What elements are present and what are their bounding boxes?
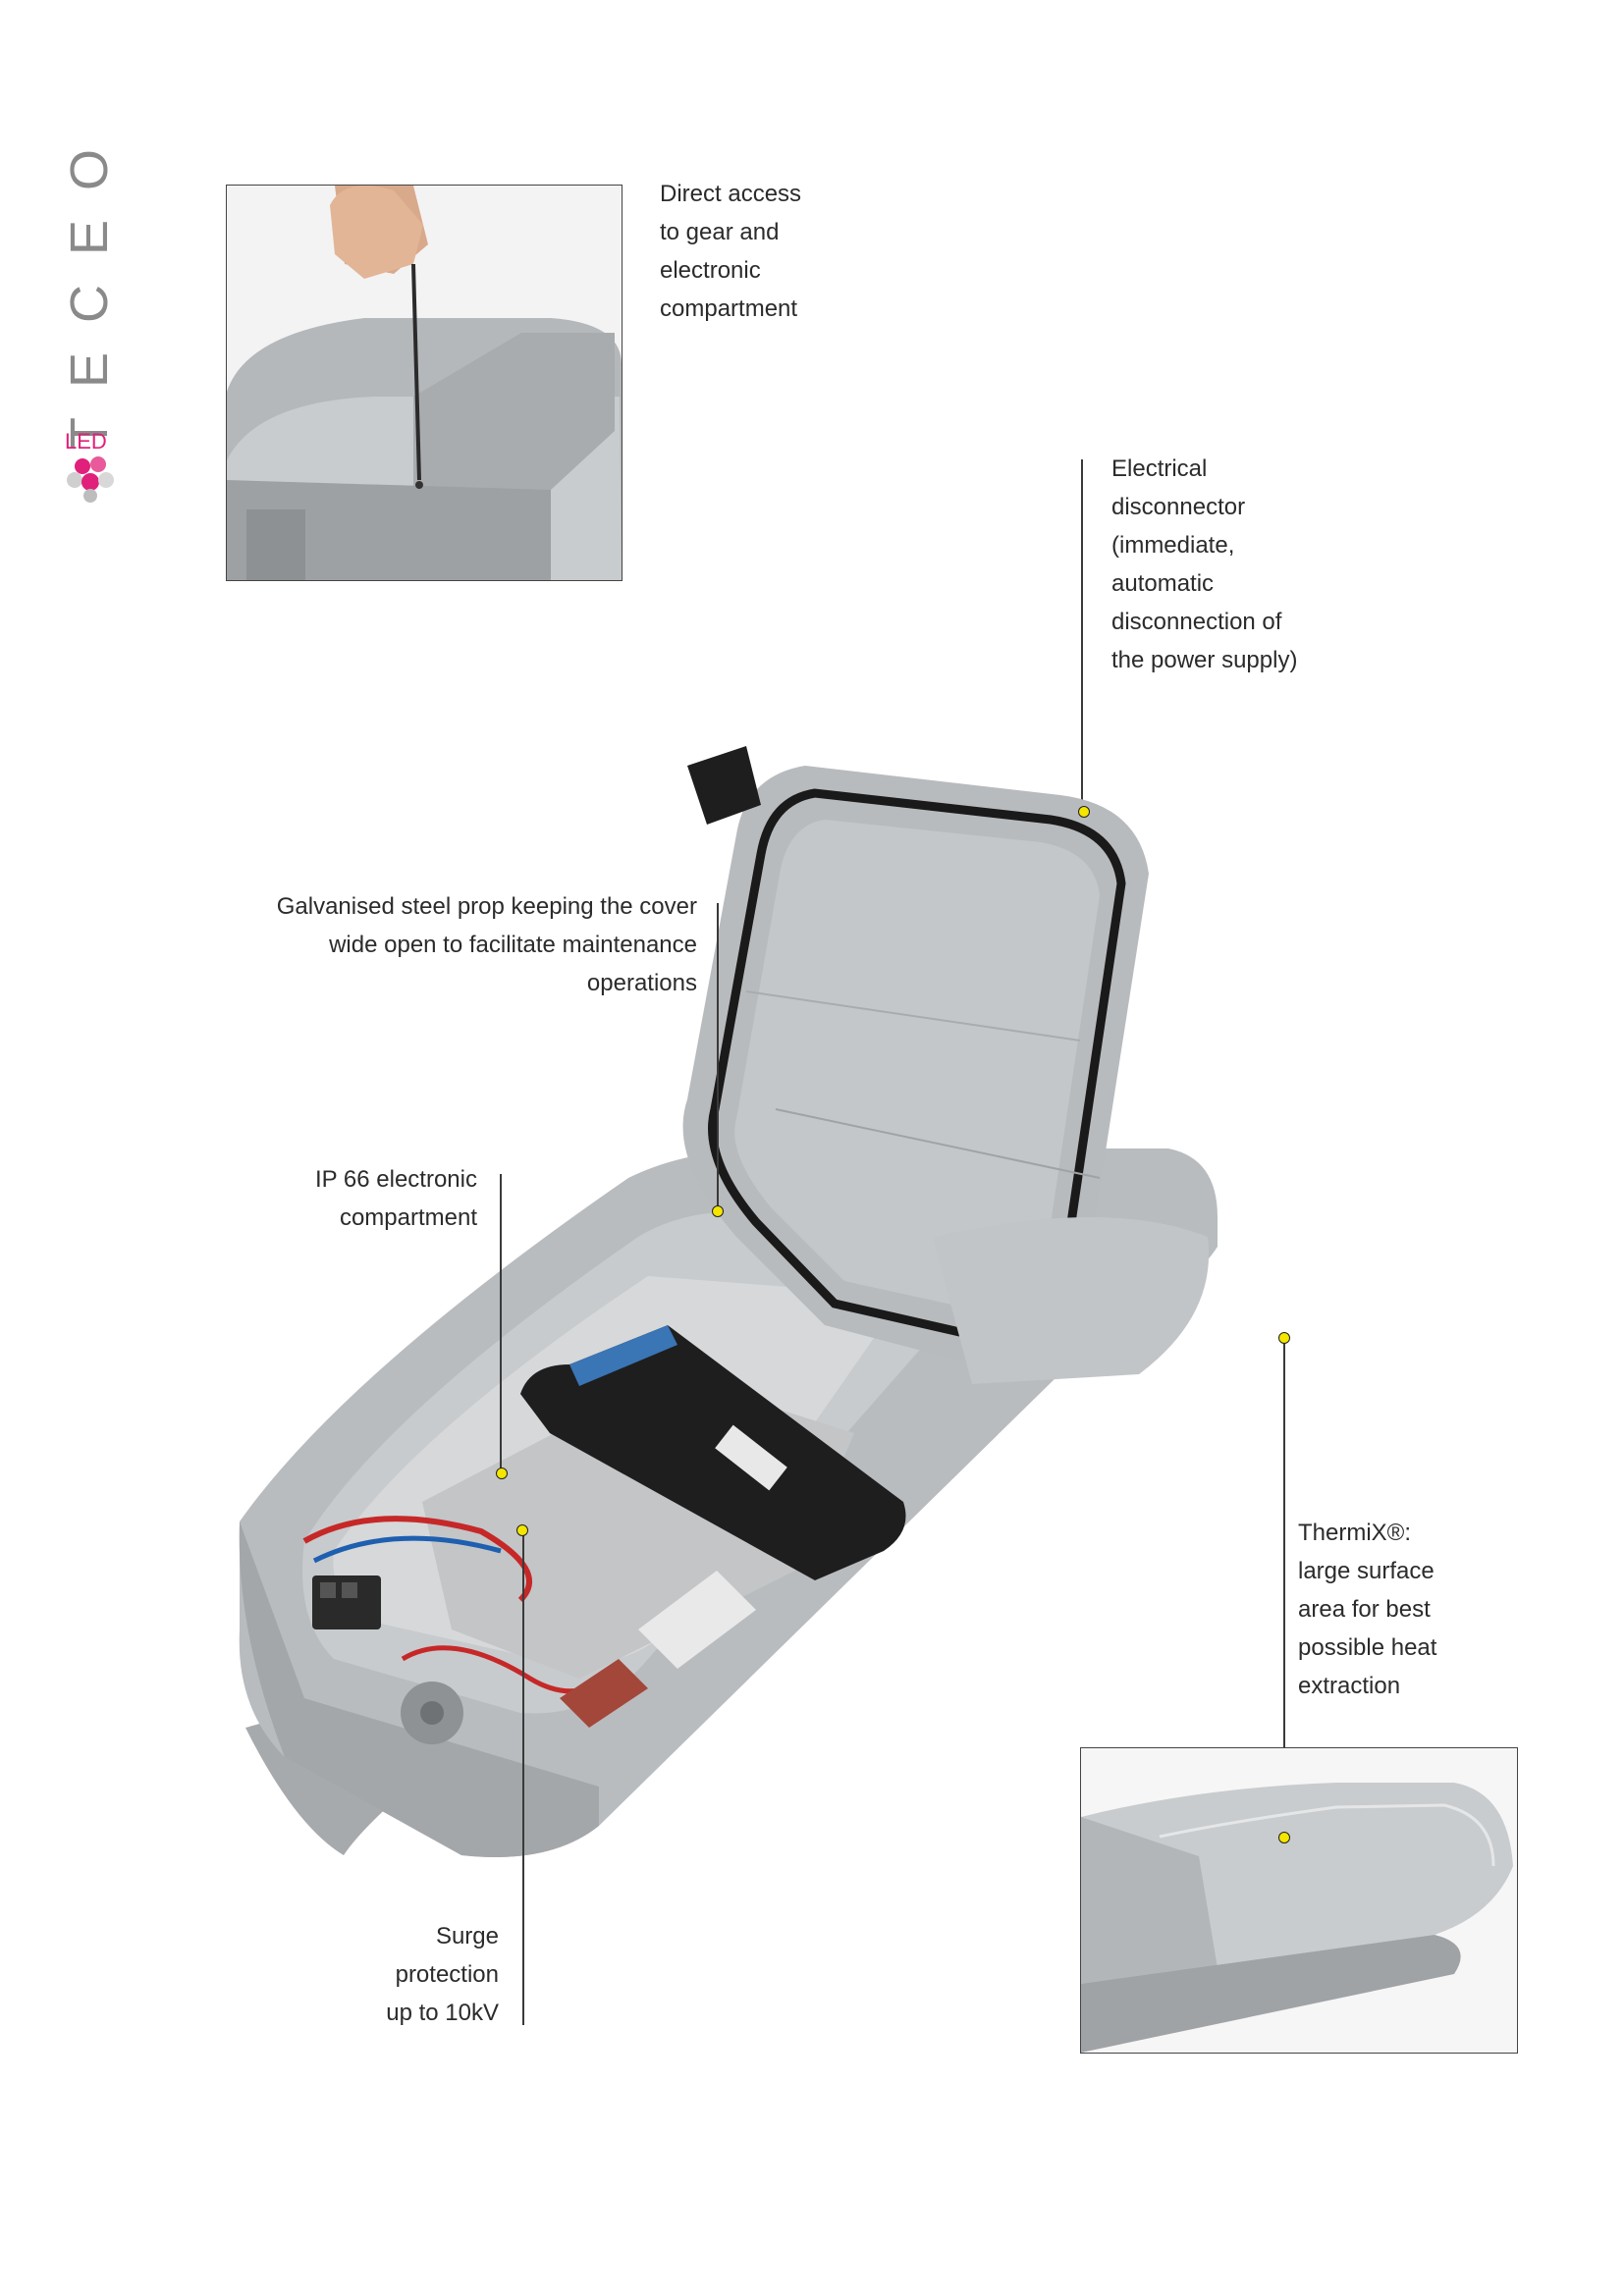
callout-dot-disconnector	[1078, 806, 1090, 818]
brand-sidebar: TECEO LED	[55, 120, 124, 503]
callout-line-thermix	[1283, 1339, 1285, 1840]
callout-dot-surge	[516, 1524, 528, 1536]
caption-galvanised-prop: Galvanised steel prop keeping the cover …	[276, 893, 697, 996]
brand-wordmark: TECEO	[55, 120, 124, 450]
caption-thermix: ThermiX®: large surface area for best po…	[1298, 1520, 1437, 1699]
callout-line-ip66	[500, 1174, 502, 1474]
callout-dot-ip66	[496, 1468, 508, 1479]
callout-line-prop	[717, 903, 719, 1211]
inset-photo-heatsink	[1080, 1747, 1518, 2054]
callout-dot-thermix-inset	[1278, 1832, 1290, 1843]
caption-electrical-disconnector: Electrical disconnector (immediate, auto…	[1111, 455, 1298, 673]
led-logo: LED	[61, 427, 120, 506]
caption-ip66: IP 66 electronic compartment	[315, 1166, 477, 1231]
luminaire-illustration	[226, 687, 1434, 1914]
led-logo-label: LED	[65, 429, 107, 454]
callout-line-disconnector	[1081, 459, 1083, 813]
callout-dot-prop	[712, 1205, 724, 1217]
callout-dot-thermix	[1278, 1332, 1290, 1344]
callout-line-surge	[522, 1531, 524, 2025]
inset-photo-screwdriver	[226, 185, 623, 581]
caption-direct-access: Direct access to gear and electronic com…	[660, 181, 802, 322]
caption-surge: Surge protection up to 10kV	[386, 1923, 499, 2026]
brand-name: TECEO	[60, 119, 119, 451]
